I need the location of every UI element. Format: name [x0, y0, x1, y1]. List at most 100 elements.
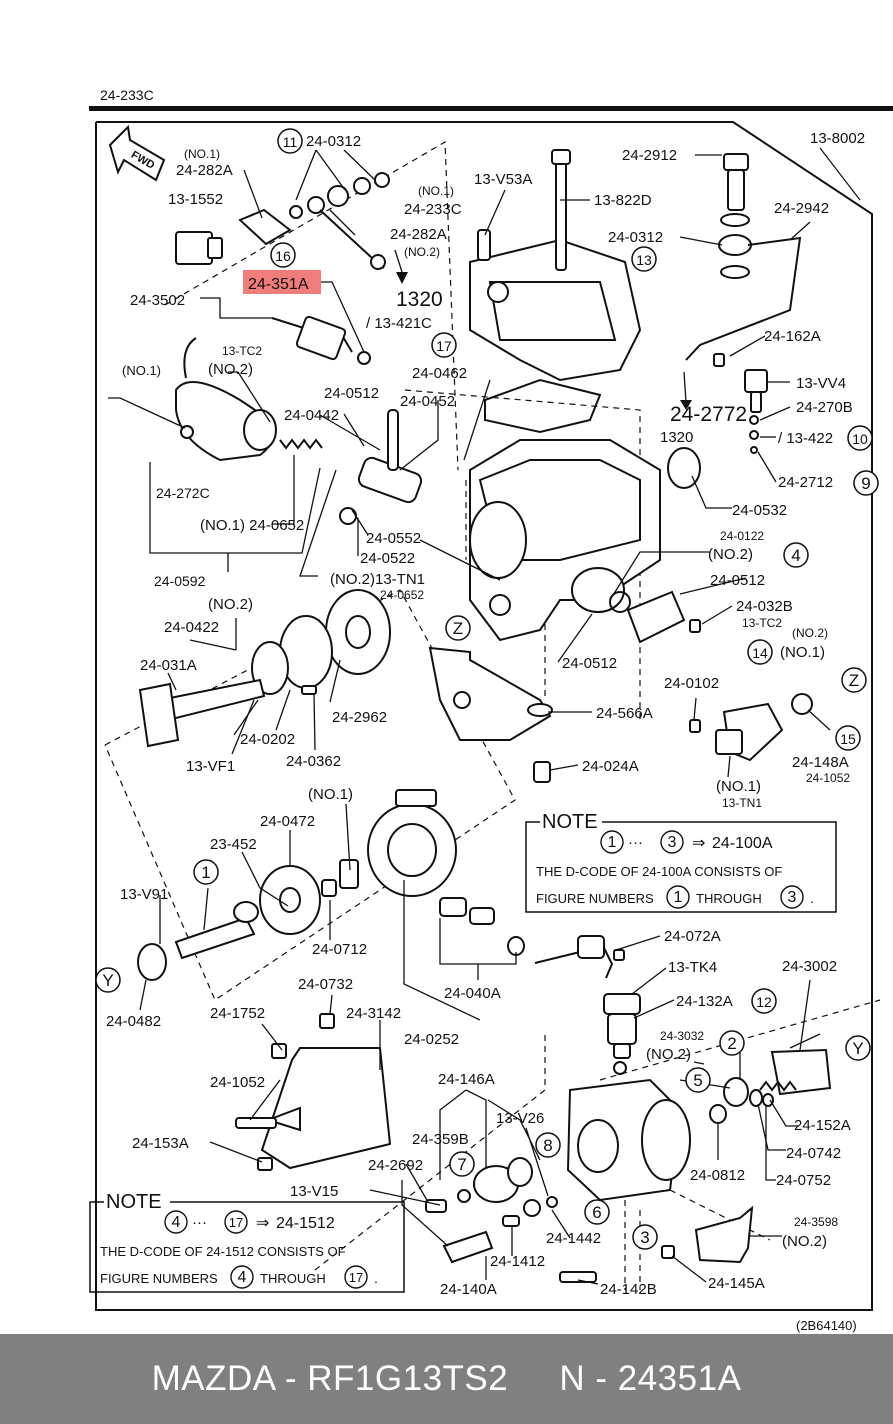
note-line: THE D-CODE OF 24-1512 CONSISTS OF — [100, 1244, 346, 1259]
circled-number: Y — [852, 1039, 863, 1058]
part-label: 13-TC2 — [742, 616, 782, 630]
part-label: 24-132A — [676, 993, 733, 1010]
footer-gap — [508, 1359, 559, 1398]
note-line: . — [810, 890, 814, 906]
part-label: (NO.1) — [716, 778, 761, 795]
part-label: 24-3002 — [782, 958, 837, 975]
part-label: 24-0512 — [710, 572, 765, 589]
part-label: 24-072A — [664, 928, 721, 945]
part-label: 24-282A — [176, 162, 233, 179]
fwd-arrow-icon — [108, 124, 166, 182]
part-label: 24-233C — [100, 87, 154, 103]
part-label: 24-2962 — [332, 709, 387, 726]
part-label: 24-0812 — [690, 1167, 745, 1184]
part-label: 24-0122 — [720, 529, 764, 543]
part-label: 24-148A — [792, 754, 849, 771]
part-label: (NO.2) — [404, 245, 440, 259]
part-label: 24-1752 — [210, 1005, 265, 1022]
part-label: 24-282A — [390, 226, 447, 243]
part-label: 13-TC2 — [222, 344, 262, 358]
part-label: 24-0512 — [324, 385, 379, 402]
part-label: 24-0732 — [298, 976, 353, 993]
part-label: 13-822D — [594, 192, 652, 209]
parts-diagram: (NO.1)24-282A13-155224-0312(NO.1)24-233C… — [89, 87, 893, 1333]
parts-art — [108, 124, 832, 1283]
part-label: 24-0202 — [240, 731, 295, 748]
part-label: (NO.2) — [792, 626, 828, 640]
part-label: 24-032B — [736, 598, 793, 615]
part-label: 24-3598 — [794, 1215, 838, 1229]
highlight-box — [243, 270, 321, 294]
part-label: 24-0592 — [154, 573, 206, 589]
circled-number-marker — [95, 967, 121, 993]
part-label: 24-0312 — [306, 133, 361, 150]
part-label: (NO.1) — [184, 147, 220, 161]
circled-number: 12 — [756, 994, 772, 1010]
leader — [394, 249, 403, 273]
circled-number: 16 — [275, 248, 291, 264]
part-label: 24-0252 — [404, 1031, 459, 1048]
part-label: 24-1052 — [806, 771, 850, 785]
note-line: . — [374, 1270, 378, 1286]
note-line: FIGURE NUMBERS — [536, 891, 654, 906]
circled-number: Z — [849, 671, 859, 690]
circled-number: 6 — [592, 1203, 601, 1222]
circled-number-marker — [751, 988, 777, 1014]
part-label: 24-359B — [412, 1131, 469, 1148]
part-label: (NO.2) — [646, 1046, 691, 1063]
footer-model: RF1G13TS2 — [307, 1359, 509, 1398]
circled-number-marker — [632, 1224, 658, 1250]
circled-number-marker — [847, 425, 873, 451]
circled-number: 10 — [852, 431, 868, 447]
note-circled-number: 3 — [668, 834, 677, 851]
part-label: 24-0312 — [608, 229, 663, 246]
part-label: 24-0522 — [360, 550, 415, 567]
part-label: 24-146A — [438, 1071, 495, 1088]
part-label: 24-040A — [444, 985, 501, 1002]
part-label: (NO.1) — [780, 644, 825, 661]
part-label: 24-1442 — [546, 1230, 601, 1247]
note-circle-marker — [780, 885, 804, 909]
part-label: 24-270B — [796, 399, 853, 416]
part-label: (NO.1) 24-0652 — [200, 517, 304, 534]
part-label: 1320 — [396, 288, 443, 311]
part-label: (NO.2)13-TN1 — [330, 571, 425, 588]
circled-number: 14 — [752, 645, 768, 661]
mount-bracket — [428, 646, 552, 741]
circled-number-marker — [719, 1030, 745, 1056]
part-label: 24-1052 — [210, 1074, 265, 1091]
circled-number-marker — [631, 246, 657, 272]
circled-number-marker — [747, 639, 773, 665]
circled-number-marker — [445, 615, 471, 641]
part-label: 24-2912 — [622, 147, 677, 164]
circled-number: Z — [453, 619, 463, 638]
part-label: / 13-422 — [778, 430, 833, 447]
part-label: 24-031A — [140, 657, 197, 674]
part-label: (NO.1) — [308, 786, 353, 803]
part-label: 13-TK4 — [668, 959, 717, 976]
note-dots: ··· — [628, 834, 643, 851]
part-label: 24-0462 — [412, 365, 467, 382]
part-label: 24-140A — [440, 1281, 497, 1298]
circled-number: 4 — [791, 546, 800, 565]
note-code: 24-100A — [712, 835, 773, 852]
top-rule — [89, 106, 893, 111]
part-label: (NO.1) — [418, 184, 454, 198]
part-label: 24-2772 — [670, 403, 747, 426]
circled-number-marker — [449, 1151, 475, 1177]
circled-number: 7 — [457, 1155, 466, 1174]
part-label: 23-452 — [210, 836, 257, 853]
part-label: 24-1412 — [490, 1253, 545, 1270]
footer-separator: - — [274, 1359, 308, 1398]
note-title: NOTE — [106, 1191, 162, 1213]
part-label: 24-142B — [600, 1281, 657, 1298]
part-label: 13-V91 — [120, 886, 168, 903]
note-circle-marker — [164, 1210, 188, 1234]
note-circled-number: 4 — [238, 1269, 247, 1286]
footer-bar: MAZDA - RF1G13TS2 N - 24351A — [0, 1334, 893, 1424]
part-label: 24-0752 — [776, 1172, 831, 1189]
note-circled-number: 17 — [229, 1215, 243, 1230]
